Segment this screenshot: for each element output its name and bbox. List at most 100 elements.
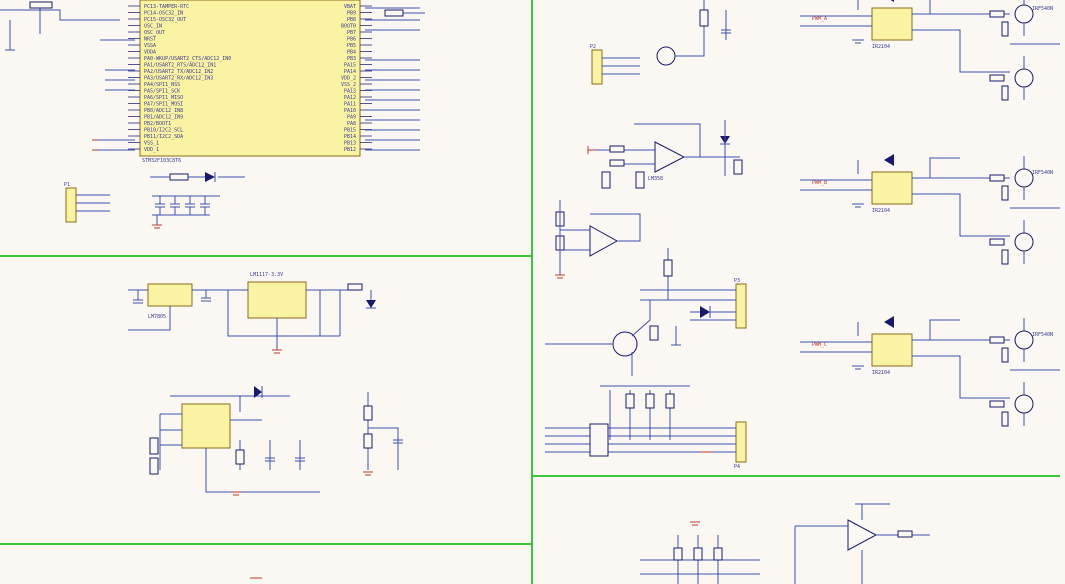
mcu-left-pin-label: PA0-WKUP/USART2_CTS/ADC12_IN0 (144, 56, 231, 62)
mcu-right-pin-label: VDD_2 (341, 75, 356, 81)
driver-bootstrap-wire (929, 0, 931, 14)
mcu-right-pin-label: PB5 (347, 43, 356, 49)
mcu-left-pin-label: VDD_1 (144, 147, 159, 153)
connector-p1 (65, 187, 77, 223)
mcu-left-pin-label: PB10/I2C2_SCL (144, 127, 183, 133)
pulldown-resistor (1001, 411, 1009, 427)
gate-driver-column: IR2104PWM_AIRF540NIR2104PWM_BIRF540NIR21… (800, 0, 1060, 427)
pulldown-resistor (1001, 85, 1009, 101)
mcu-left-pin-label: PB0/ADC12_IN8 (144, 108, 183, 114)
mcu-left-pin-label: PA6/SPI1_MISO (144, 95, 183, 101)
mosfet-label: IRF540N (1032, 170, 1053, 176)
transistor-q2 (612, 331, 638, 357)
mcu-left-pin-label: OSC_OUT (144, 30, 165, 36)
power-supply-block: LM7805 LM1117-3.3V (128, 272, 403, 496)
mcu-left-pin-label: PA4/SPI1_NSS (144, 82, 180, 88)
driver-chip (871, 333, 913, 367)
mcu-right-pin-label: PB14 (344, 134, 356, 140)
mcu-left-pin-label: PA1/USART2_RTS/ADC12_IN1 (144, 62, 216, 68)
mcu-left-pin-label: VSSA (144, 43, 156, 49)
pulldown-resistor (1001, 185, 1009, 201)
driver-bootstrap-wire (929, 319, 960, 340)
mcu-right-pin-label: PA13 (344, 88, 356, 94)
driver-chip-label: IR2104 (872, 370, 890, 376)
driver-gnd-wire (852, 322, 864, 370)
mcu-left-pin-label: PC14-OSC32_IN (144, 10, 183, 16)
signal-block: P3 P4 (545, 248, 747, 470)
mcu-left-pin-label: NRST (144, 36, 156, 42)
mcu-left-pins: PC13-TAMPER-RTCPC14-OSC32_INPC15-OSC32_O… (128, 4, 231, 153)
opamp-u2-label: LM358 (648, 176, 663, 182)
driver-wire (800, 177, 1010, 237)
driver-chip (871, 171, 913, 205)
driver-chip (871, 7, 913, 41)
driver-chip-label: IR2104 (872, 208, 890, 214)
mcu-right-pin-label: PB3 (347, 56, 356, 62)
driver-gnd-wire (852, 160, 864, 208)
mcu-right-pin-label: PB7 (347, 30, 356, 36)
driver-wire (800, 339, 1010, 399)
mosfet (1014, 4, 1034, 24)
mcu-right-pin-label: PA12 (344, 95, 356, 101)
mcu-left-pin-label: PC15-OSC32_OUT (144, 17, 186, 23)
mosfet (1014, 394, 1034, 414)
bootstrap-diode (884, 316, 894, 328)
mcu-left-pin-label: VDDA (144, 49, 156, 55)
regulator-7805 (147, 283, 193, 307)
connector-p4 (735, 421, 747, 463)
mcu-right-pin-label: PA8 (347, 121, 356, 127)
mcu-left-pin-label: PB2/BOOT1 (144, 121, 171, 127)
mosfet-label: IRF540N (1032, 332, 1053, 338)
mcu-right-pins: VBATPB9PB8BOOT0PB7PB6PB5PB4PB3PA15PA14VD… (341, 4, 372, 153)
gate-resistor (989, 238, 1005, 246)
pwm-net-label: PWM_C (812, 342, 827, 348)
mcu-right-pin-label: PB6 (347, 36, 356, 42)
regulator-ams1117 (247, 281, 307, 319)
pulldown-resistor (1001, 249, 1009, 265)
connector-p1-label: P1 (64, 182, 70, 188)
mosfet (1014, 68, 1034, 88)
connector-p4-label: P4 (734, 464, 740, 470)
regulator-ams1117-label: LM1117-3.3V (250, 272, 283, 278)
pwm-net-label: PWM_A (812, 16, 827, 22)
regulator-7805-label: LM7805 (148, 314, 166, 320)
mcu-left-pin-label: PB1/ADC12_IN9 (144, 114, 183, 120)
pulldown-resistor (1001, 347, 1009, 363)
mcu-right-pin-label: PA14 (344, 69, 356, 75)
mcu-right-pin-label: PA11 (344, 101, 356, 107)
driver-bootstrap-wire (929, 157, 960, 178)
mcu-right-pin-label: PB9 (347, 10, 356, 16)
mcu-left-pin-label: PA2/USART2_TX/ADC12_IN2 (144, 69, 213, 75)
connector-p2 (591, 49, 603, 85)
connector-p3 (735, 283, 747, 329)
mosfet (1014, 232, 1034, 252)
gate-resistor (989, 174, 1005, 182)
bootstrap-diode (884, 154, 894, 166)
mcu-right-pin-label: VSS_2 (341, 82, 356, 88)
gate-resistor (989, 74, 1005, 82)
mcu-left-pin-label: PA3/USART2_RX/ADC12_IN3 (144, 75, 213, 81)
mcu-right-pin-label: PA15 (344, 62, 356, 68)
mcu-right-pin-label: PB8 (347, 17, 356, 23)
driver-wire (800, 13, 1010, 73)
mcu-right-pin-label: PA9 (347, 114, 356, 120)
driver-chip-label: IR2104 (872, 44, 890, 50)
mcu-left-pin-label: PA7/SPI1_MOSI (144, 101, 183, 107)
mcu-left-pin-label: OSC_IN (144, 23, 162, 29)
mosfet (1014, 168, 1034, 188)
mcu-right-pin-label: PB12 (344, 147, 356, 153)
bootstrap-diode (890, 0, 894, 2)
transistor-q1 (656, 46, 676, 66)
connector-p2-label: P2 (590, 44, 596, 50)
gate-resistor (989, 400, 1005, 408)
opamp-u2 (654, 141, 686, 173)
driver-gnd-wire (852, 0, 864, 44)
mcu-left-pin-label: PB11/I2C2_SDA (144, 134, 183, 140)
mcu-left-pin-label: PA5/SPI1_SCK (144, 88, 180, 94)
bottom-amplifier-block (640, 503, 930, 584)
mcu-right-pin-label: VBAT (344, 4, 356, 10)
